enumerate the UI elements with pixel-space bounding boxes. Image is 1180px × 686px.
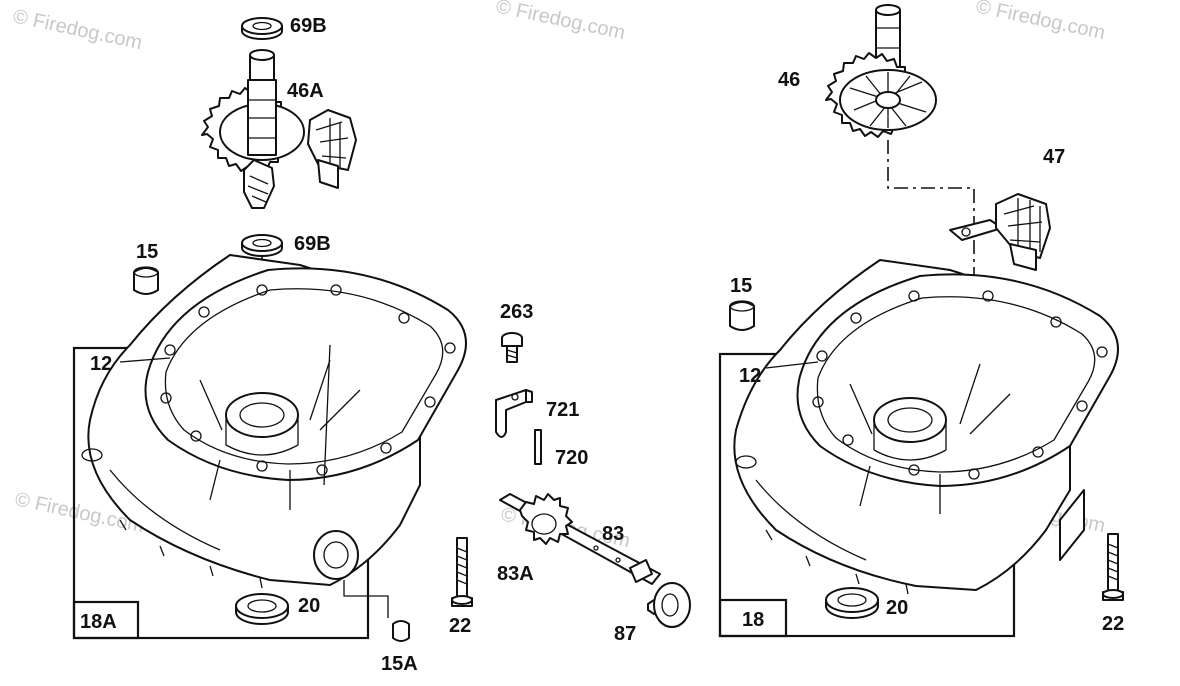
washer-69b-top — [241, 17, 283, 40]
callout-22-middle: 22 — [449, 615, 471, 637]
callout-22-right: 22 — [1102, 613, 1124, 635]
cam-gear-46 — [825, 4, 937, 138]
watermark: © Firedog.com — [974, 0, 1107, 44]
kit-label-box-18 — [718, 598, 788, 638]
assembly-centerline-right — [887, 140, 975, 225]
callout-69b-bottom: 69B — [294, 233, 331, 255]
callout-15a: 15A — [381, 653, 418, 675]
oil-seal-20-left — [235, 593, 289, 625]
bolt-22-middle — [451, 537, 473, 607]
kit-label-box-18a — [72, 600, 140, 640]
callout-46: 46 — [778, 69, 800, 91]
callout-720: 720 — [555, 447, 588, 469]
callout-721: 721 — [546, 399, 579, 421]
washer-69b-bottom — [241, 234, 283, 257]
oil-seal-20-right — [825, 587, 879, 619]
crankcase-sump-left — [81, 254, 467, 589]
callout-20-right: 20 — [886, 597, 908, 619]
callout-46a: 46A — [287, 80, 324, 102]
callout-15-left: 15 — [136, 241, 158, 263]
governor-gear-83a — [519, 493, 573, 545]
callout-263: 263 — [500, 301, 533, 323]
dowel-pin-15-left — [133, 266, 159, 295]
callout-18: 18 — [742, 609, 764, 631]
governor-assembly-47 — [949, 193, 1051, 271]
callout-20-left: 20 — [298, 595, 320, 617]
callout-69b-top: 69B — [290, 15, 327, 37]
callout-18a: 18A — [80, 611, 117, 633]
callout-83a: 83A — [497, 563, 534, 585]
callout-83: 83 — [602, 523, 624, 545]
bolt-22-right — [1102, 533, 1124, 601]
bracket-721 — [495, 389, 533, 438]
callout-47: 47 — [1043, 146, 1065, 168]
callout-12-left: 12 — [90, 353, 112, 375]
cam-gear-46a — [201, 49, 357, 209]
dowel-pin-15-right — [729, 300, 755, 331]
screw-263 — [501, 332, 523, 363]
crankcase-sump-right — [733, 259, 1119, 595]
leader-12-left — [119, 357, 171, 363]
pin-720 — [534, 429, 542, 465]
oil-seal-87 — [647, 582, 691, 628]
leader-15a — [343, 580, 389, 618]
callout-12-right: 12 — [739, 365, 761, 387]
watermark: © Firedog.com — [494, 0, 627, 44]
dowel-pin-15a — [392, 620, 410, 642]
watermark: © Firedog.com — [11, 5, 144, 54]
callout-15-right: 15 — [730, 275, 752, 297]
leader-12-right — [765, 361, 819, 369]
callout-87: 87 — [614, 623, 636, 645]
